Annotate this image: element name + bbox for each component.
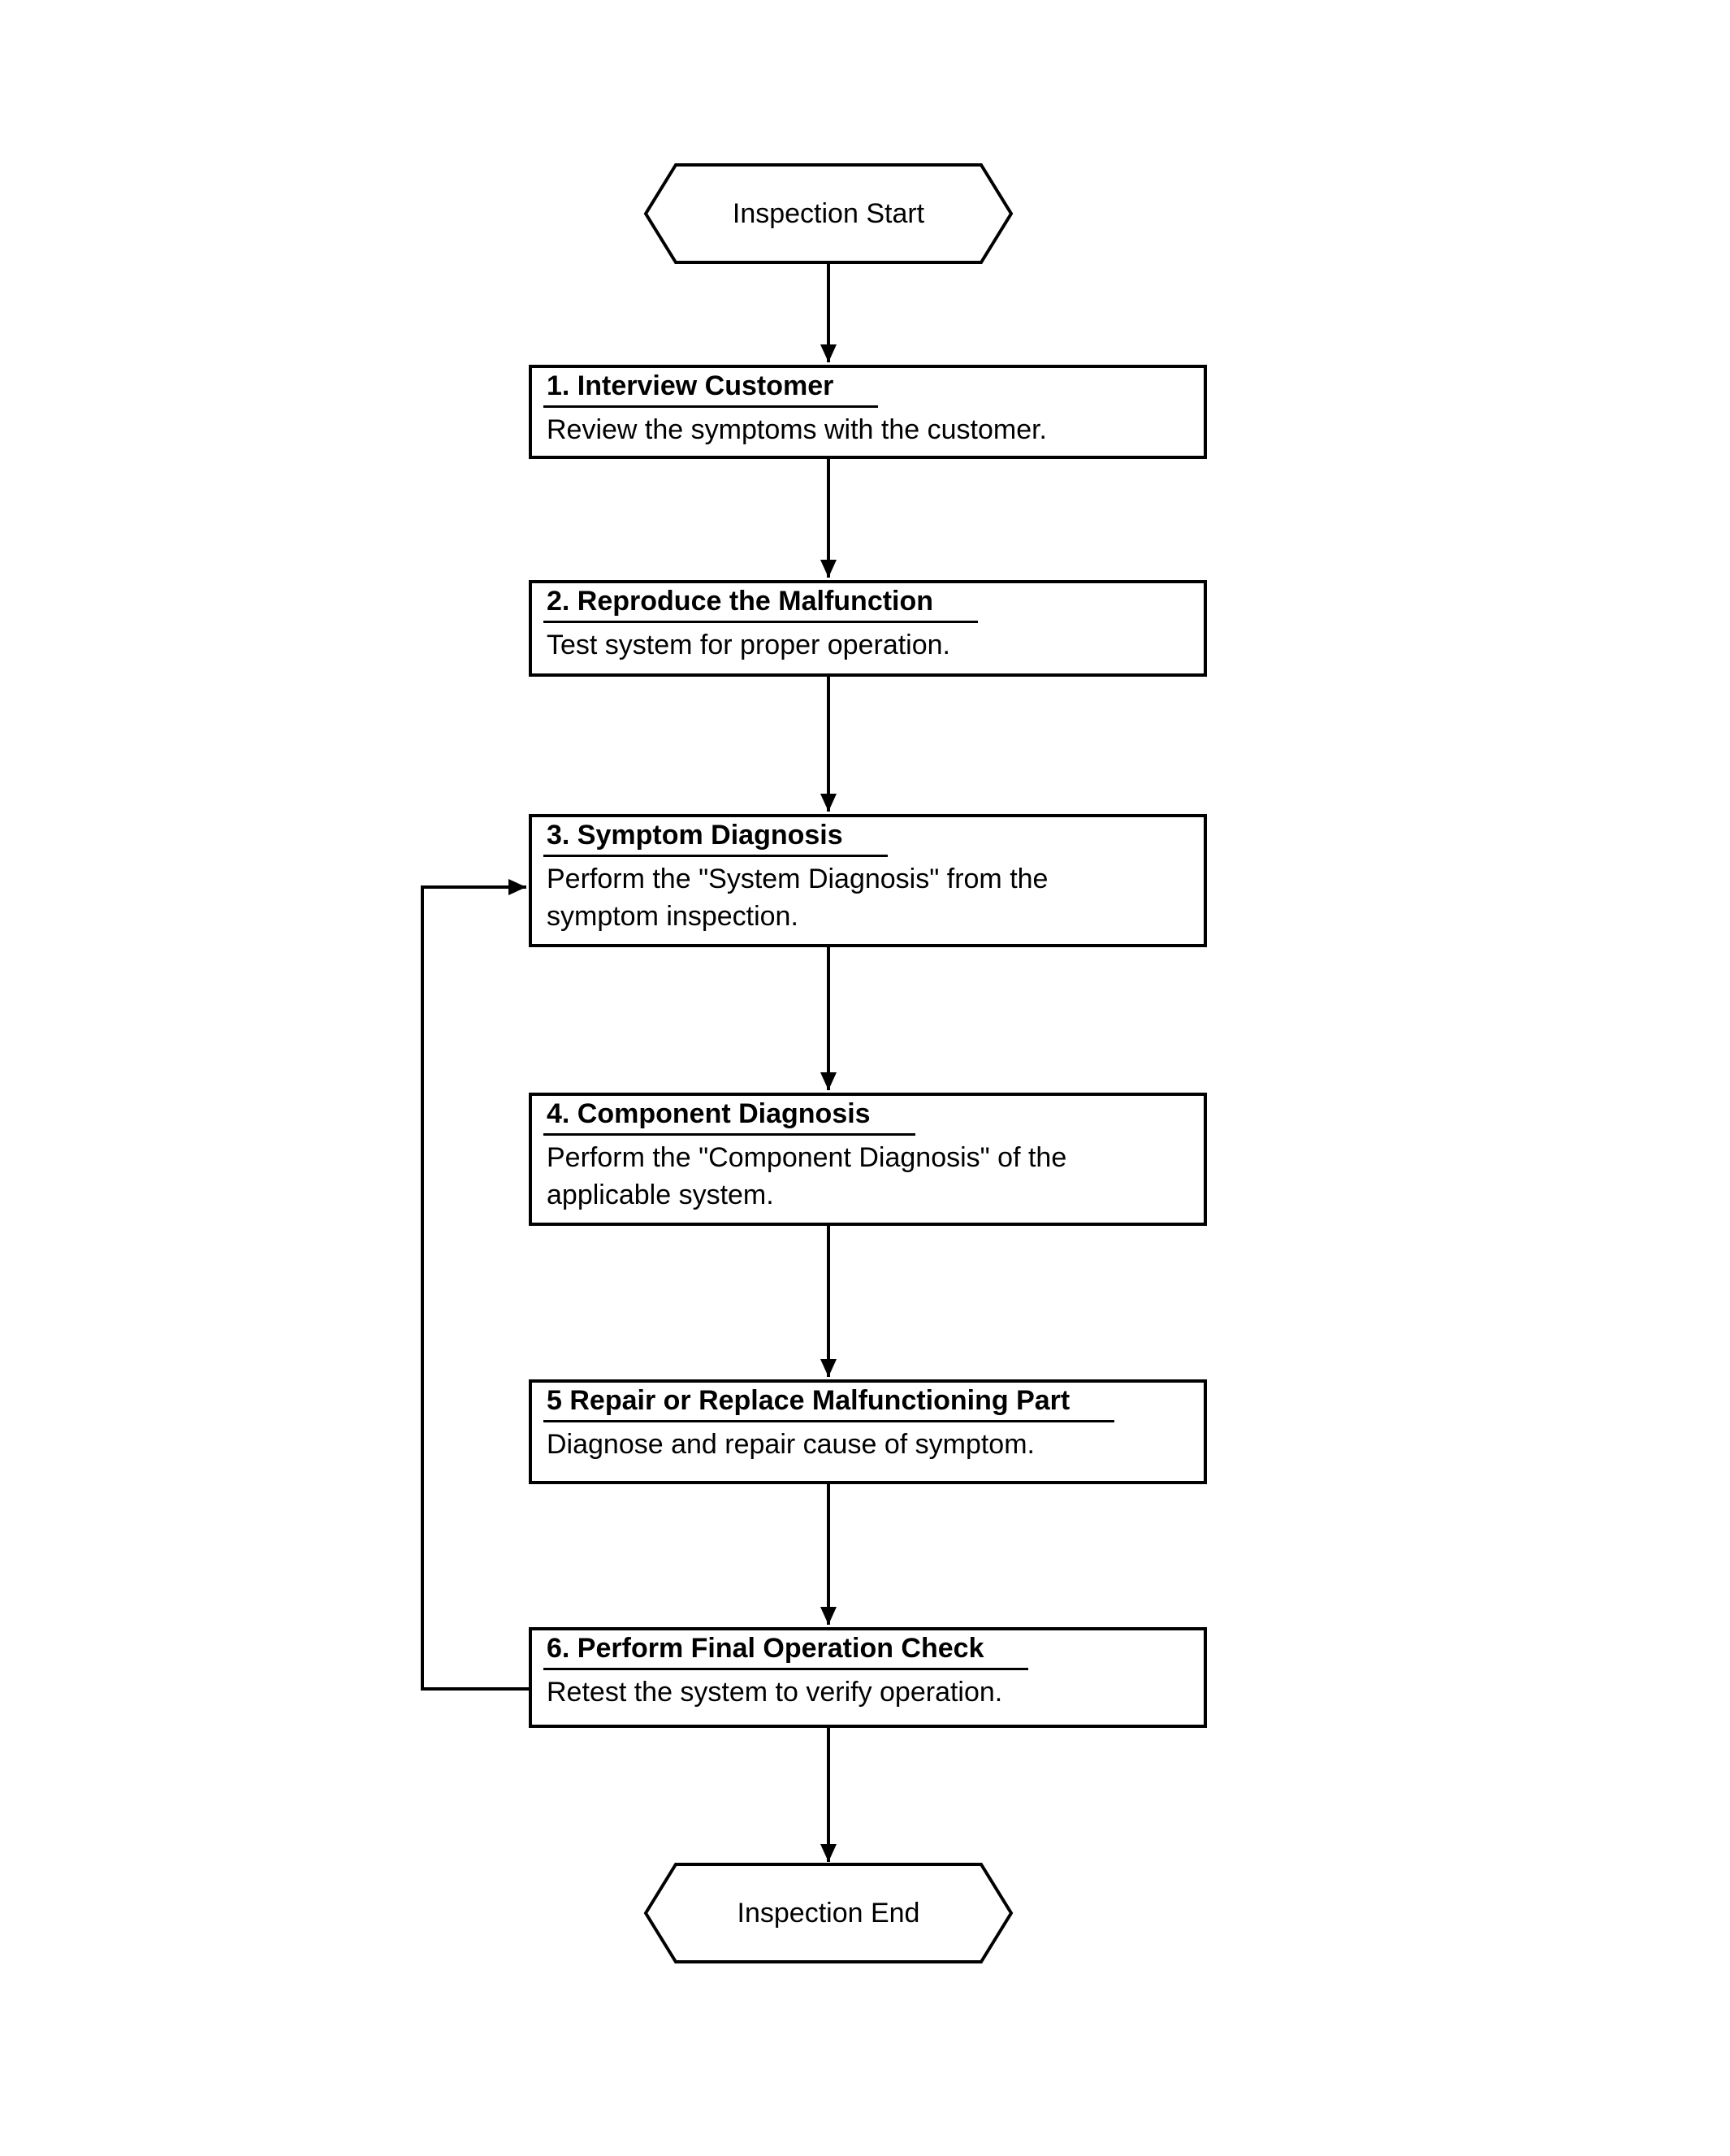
step-3-description-line2: symptom inspection. (547, 901, 798, 932)
step-2-description: Test system for proper operation. (547, 630, 951, 660)
step-box-6-final-operation-check: 6. Perform Final Operation Check Retest … (529, 1627, 1207, 1728)
start-hexagon-shape (643, 163, 1014, 264)
step-5-description: Diagnose and repair cause of symptom. (547, 1429, 1035, 1460)
step-3-title: 3. Symptom Diagnosis (543, 819, 888, 857)
step-box-3-symptom-diagnosis: 3. Symptom Diagnosis Perform the "System… (529, 814, 1207, 947)
step-box-5-repair-or-replace: 5 Repair or Replace Malfunctioning Part … (529, 1379, 1207, 1484)
step-4-description-line2: applicable system. (547, 1180, 774, 1210)
step-6-description: Retest the system to verify operation. (547, 1677, 1003, 1708)
step-1-description: Review the symptoms with the customer. (547, 414, 1048, 445)
feedback-loop-step6-to-step3 (421, 879, 529, 1691)
step-5-title: 5 Repair or Replace Malfunctioning Part (543, 1384, 1115, 1422)
step-box-4-component-diagnosis: 4. Component Diagnosis Perform the "Comp… (529, 1093, 1207, 1226)
step-box-2-reproduce-malfunction: 2. Reproduce the Malfunction Test system… (529, 580, 1207, 677)
step-3-description-line1: Perform the "System Diagnosis" from the (547, 864, 1049, 894)
step-4-title: 4. Component Diagnosis (543, 1097, 915, 1136)
end-hexagon-shape (643, 1863, 1014, 1963)
step-box-1-interview-customer: 1. Interview Customer Review the symptom… (529, 365, 1207, 459)
end-terminator-label: Inspection End (737, 1898, 920, 1929)
step-1-title: 1. Interview Customer (543, 370, 879, 408)
start-terminator-label: Inspection Start (732, 198, 925, 229)
step-2-title: 2. Reproduce the Malfunction (543, 585, 979, 623)
step-4-description-line1: Perform the "Component Diagnosis" of the (547, 1142, 1067, 1173)
step-6-title: 6. Perform Final Operation Check (543, 1632, 1029, 1670)
